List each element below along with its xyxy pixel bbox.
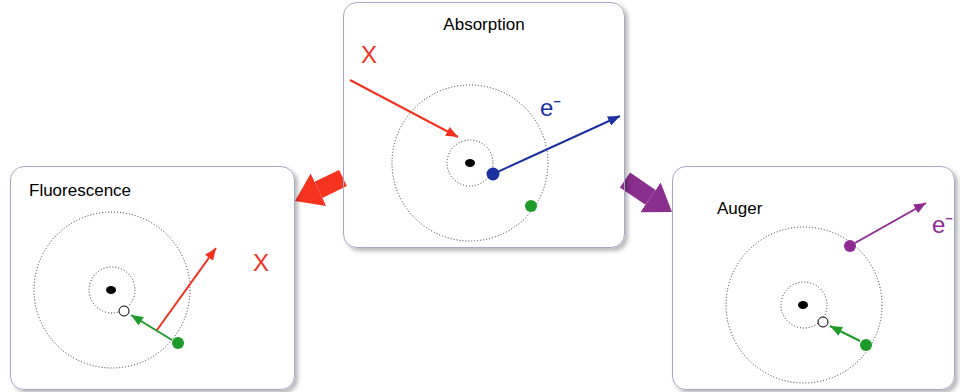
auger-electron-arrow: [855, 203, 926, 243]
auger-electron: [844, 240, 856, 252]
process-panel: Auger: [672, 166, 955, 390]
core-electron: [487, 168, 500, 181]
panel-title: Fluorescence: [29, 181, 131, 201]
outer-electron: [172, 337, 184, 349]
core-hole: [119, 306, 129, 316]
particle-label: X: [361, 42, 377, 68]
fluorescence-atom: [34, 212, 216, 368]
outer-shell: [34, 212, 190, 368]
fluorescence-arrow: [157, 248, 216, 330]
relaxation-arrow: [830, 326, 860, 341]
panel-title: Auger: [717, 199, 762, 219]
xray-arrow: [350, 80, 458, 137]
nucleus: [465, 159, 475, 167]
nucleus: [106, 286, 116, 294]
block-arrow: [625, 180, 651, 197]
core-hole: [818, 317, 828, 327]
outer-electron: [525, 200, 537, 212]
inner-shell: [781, 282, 827, 328]
outer-electron: [860, 339, 872, 351]
panel-title: Absorption: [443, 15, 524, 35]
inner-shell: [447, 140, 493, 186]
auger-atom: [726, 203, 926, 383]
particle-label: X: [253, 250, 269, 276]
photoelectron-arrow: [493, 116, 620, 174]
process-panel: Fluorescence: [10, 166, 295, 390]
process-panel: Absorption: [343, 2, 625, 248]
outer-shell: [726, 227, 882, 383]
block-arrow: [318, 178, 343, 190]
inner-shell: [89, 267, 135, 313]
particle-label: e⁻: [932, 212, 953, 238]
outer-shell: [392, 85, 548, 241]
nucleus: [798, 301, 808, 309]
absorption-atom: [350, 80, 620, 241]
particle-label: e⁻: [540, 95, 561, 121]
